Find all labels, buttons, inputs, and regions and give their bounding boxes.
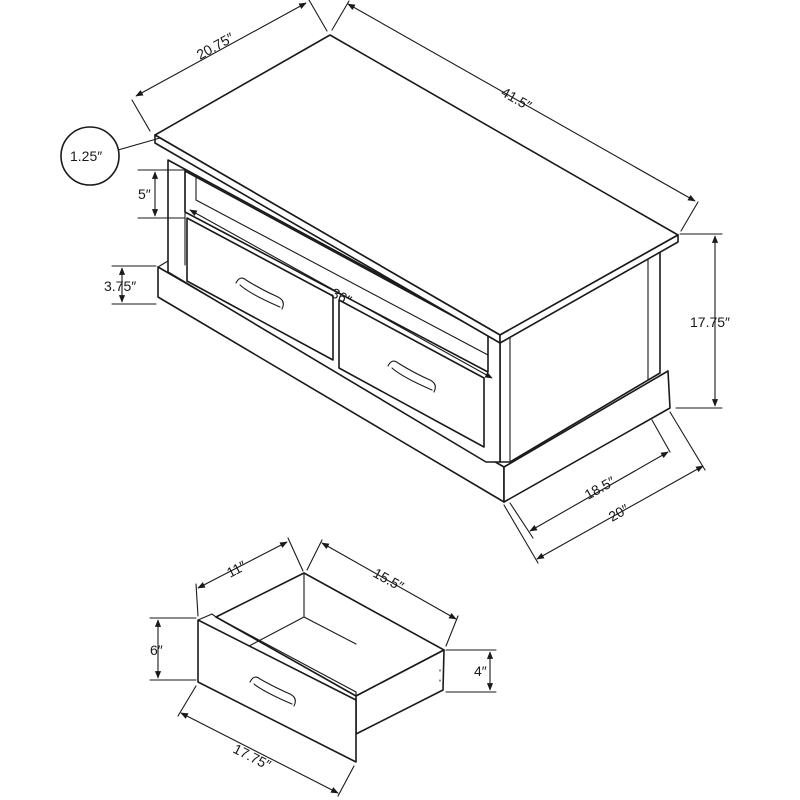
label-shelf-opening: 5″ [138,186,151,202]
label-drawer-depth: 11″ [224,557,249,580]
dim-line-drawer-front-width [180,712,339,794]
label-base-height: 3.75″ [104,278,136,294]
callout-circle [60,126,120,186]
drawer-handle [249,676,296,707]
label-top-thickness: 1.25″ [70,148,102,164]
dim-line-top-width [347,3,696,202]
dim-line-inner-width [189,209,493,379]
label-top-depth: 20.75″ [194,29,237,62]
dim-line-base-depth [536,465,704,560]
label-drawer-side-height: 4″ [474,663,487,679]
side-panel-inner-line [509,256,649,462]
table-base-top-edge [157,260,669,468]
label-top-width: 41.5″ [499,84,535,114]
dim-line-drawer-inner-width [321,542,457,620]
label-drawer-front-height: 6″ [150,642,163,658]
dim-line-top-depth [135,2,307,97]
label-base-depth: 20″ [606,501,632,525]
label-drawer-inner-width: 15.5″ [371,565,407,595]
table-top-edge-side [499,234,679,344]
label-drawer-front-width: 17.75″ [231,740,274,772]
drawer-front-rim [197,613,357,701]
coffee-table [154,34,679,503]
label-overall-height: 17.75″ [690,314,730,330]
drawer [197,572,445,763]
dim-line-drawer-depth [197,541,288,589]
callout-leader [117,137,161,151]
label-inner-depth: 18.5″ [582,473,618,503]
